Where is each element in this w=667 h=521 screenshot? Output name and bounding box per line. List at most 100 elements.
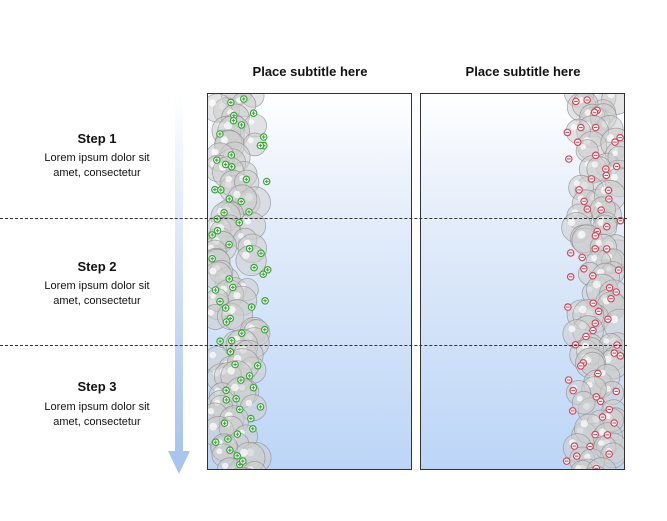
plus-charge-icon — [213, 156, 221, 164]
bubble-highlight — [595, 239, 602, 247]
minus-charge-icon — [570, 442, 579, 450]
minus-charge-icon — [571, 341, 580, 349]
plus-charge-icon — [261, 297, 269, 305]
bubble-highlight — [598, 440, 604, 446]
minus-charge-icon — [577, 362, 585, 370]
minus-charge-icon — [589, 299, 598, 308]
minus-charge-icon — [596, 397, 605, 406]
bubble-highlight — [245, 399, 253, 407]
bubble-highlight — [208, 408, 214, 415]
plus-charge-icon — [253, 361, 262, 370]
bubble-highlight — [248, 137, 254, 144]
minus-charge-icon — [592, 464, 601, 469]
plus-charge-icon — [239, 95, 248, 103]
bubble-highlight — [216, 448, 223, 455]
bubble-highlight — [210, 293, 216, 299]
step-1-text-line2: amet, consectetur — [53, 167, 141, 179]
bubble-highlight — [603, 338, 610, 344]
minus-charge-icon — [582, 332, 590, 341]
plus-charge-icon — [237, 121, 246, 129]
minus-charge-icon — [591, 151, 600, 160]
minus-charge-icon — [575, 186, 583, 194]
minus-charge-icon — [610, 349, 619, 357]
minus-charge-icon — [602, 245, 611, 253]
bubble-highlight — [567, 218, 576, 227]
plus-charge-icon — [235, 405, 244, 414]
minus-charge-icon — [566, 249, 575, 257]
minus-charge-icon — [611, 138, 619, 146]
plus-charge-icon — [225, 275, 234, 283]
minus-charge-icon — [604, 315, 612, 324]
plus-charge-icon — [221, 304, 230, 312]
minus-charge-icon — [603, 222, 611, 231]
minus-charge-icon — [602, 171, 611, 180]
plus-charge-icon — [249, 383, 258, 392]
plus-charge-icon — [213, 226, 222, 235]
plus-charge-icon — [256, 403, 265, 411]
bubble-highlight — [224, 121, 232, 130]
bubble-highlight — [209, 351, 216, 359]
minus-charge-icon — [563, 128, 572, 137]
bubble-highlight — [568, 325, 576, 333]
minus-charge-icon — [612, 162, 621, 171]
minus-charge-icon — [573, 452, 581, 460]
minus-charge-icon — [607, 294, 615, 303]
bubble-highlight — [248, 119, 255, 125]
bubble-highlight — [208, 99, 216, 107]
bubble-highlight — [209, 422, 218, 431]
plus-charge-icon — [237, 376, 245, 384]
minus-charge-icon — [590, 108, 599, 117]
plus-charge-icon — [249, 109, 258, 118]
bubble-highlight — [610, 315, 619, 324]
left-panel — [207, 93, 412, 470]
bubble-highlight — [231, 383, 239, 392]
plus-charge-icon — [262, 177, 271, 186]
plus-charge-icon — [246, 414, 255, 423]
minus-charge-icon — [564, 376, 573, 384]
bubble-highlight — [591, 255, 598, 262]
bubble-highlight — [244, 217, 251, 225]
bubble-highlight — [610, 173, 618, 181]
plus-charge-icon — [257, 249, 265, 258]
plus-charge-icon — [226, 347, 235, 356]
step-1-title: Step 1 — [77, 131, 117, 146]
plus-charge-icon — [220, 208, 228, 217]
plus-charge-icon — [235, 218, 244, 227]
plus-charge-icon — [216, 297, 224, 306]
plus-charge-icon — [245, 208, 253, 216]
bubble-highlight — [592, 280, 601, 289]
minus-charge-icon — [573, 138, 582, 147]
plus-charge-icon — [250, 263, 258, 272]
plus-charge-icon — [225, 240, 233, 249]
plus-charge-icon — [222, 386, 230, 395]
bubble-highlight — [211, 148, 219, 156]
bubble-highlight — [233, 292, 241, 300]
minus-charge-icon — [564, 303, 572, 311]
minus-charge-icon — [568, 407, 577, 415]
minus-charge-icon — [589, 272, 597, 280]
plus-charge-icon — [263, 266, 272, 274]
plus-charge-icon — [221, 160, 230, 169]
right-particle-layer — [561, 94, 624, 469]
bubble-highlight — [575, 465, 582, 469]
bubble-highlight — [233, 190, 241, 199]
bubble-highlight — [576, 395, 583, 402]
bubble-highlight — [578, 305, 587, 314]
bubble-highlight — [580, 420, 588, 428]
minus-charge-icon — [580, 197, 588, 206]
minus-charge-icon — [602, 165, 610, 173]
minus-charge-icon — [577, 123, 585, 132]
plus-charge-icon — [256, 141, 265, 150]
plus-charge-icon — [227, 163, 236, 171]
plus-charge-icon — [259, 270, 268, 279]
minus-charge-icon — [591, 430, 600, 439]
plus-charge-icon — [237, 329, 246, 338]
minus-charge-icon — [594, 307, 603, 316]
right-panel — [420, 93, 625, 470]
bubble-highlight — [239, 448, 248, 457]
minus-charge-icon — [605, 450, 613, 458]
plus-charge-icon — [229, 116, 238, 125]
minus-charge-icon — [569, 386, 577, 395]
plus-charge-icon — [231, 360, 239, 369]
bubble-highlight — [570, 124, 578, 131]
